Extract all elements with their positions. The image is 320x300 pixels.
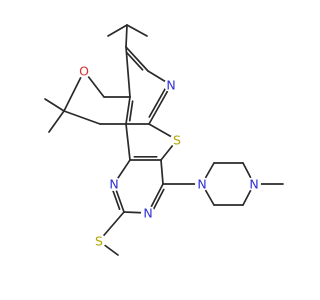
bond-C7-C1 — [125, 46, 131, 98]
atom-label-N_pz1: N — [197, 177, 206, 192]
bond-O-C10 — [63, 70, 85, 112]
atom-O_pyran: O — [77, 64, 91, 79]
bond-layer — [44, 24, 284, 256]
atom-label-N_py: N — [166, 78, 175, 93]
atom-label-O_pyran: O — [79, 64, 89, 79]
atom-N_py: N — [164, 78, 178, 93]
molecule-structure-diagram: N O S N N N N S — [44, 24, 284, 256]
bond-iP1-Me1 — [107, 24, 128, 37]
atom-label-N_pz2: N — [249, 177, 258, 192]
atom-S_me: S — [92, 234, 106, 249]
atom-N_pz1: N — [195, 177, 209, 192]
bond-C1-C2 — [125, 51, 144, 71]
bond-N-C3 — [148, 88, 166, 118]
atom-S_thio: S — [170, 133, 184, 148]
bond-C10-Me2 — [48, 110, 65, 133]
bond-iP2-Me1 — [126, 24, 148, 37]
atom-N_pm2: N — [141, 206, 155, 221]
bond-C10-Me3 — [44, 98, 65, 112]
bond-C6-C7 — [128, 100, 134, 122]
bond-Nr-C13 — [111, 188, 121, 211]
atom-label-layer: N O S N N N N S — [77, 64, 261, 249]
atom-N_pz2: N — [247, 177, 261, 192]
bond-C6-C7 — [125, 96, 131, 125]
atom-N_pm1: N — [107, 177, 121, 192]
atom-label-S_me: S — [95, 234, 103, 249]
bond-Me1-C1 — [125, 24, 128, 48]
bond-C10-C9 — [63, 110, 101, 125]
bond-N-C3 — [148, 84, 172, 125]
atom-label-N_pm1: N — [109, 177, 118, 192]
bond-N2-C14 — [152, 188, 165, 212]
atom-label-N_pm2: N — [143, 206, 152, 221]
atom-label-S_thio: S — [173, 133, 181, 148]
bond-C1-C2 — [125, 46, 149, 72]
bond-C5-C6 — [125, 123, 131, 161]
bond-C14-C4 — [160, 159, 164, 185]
